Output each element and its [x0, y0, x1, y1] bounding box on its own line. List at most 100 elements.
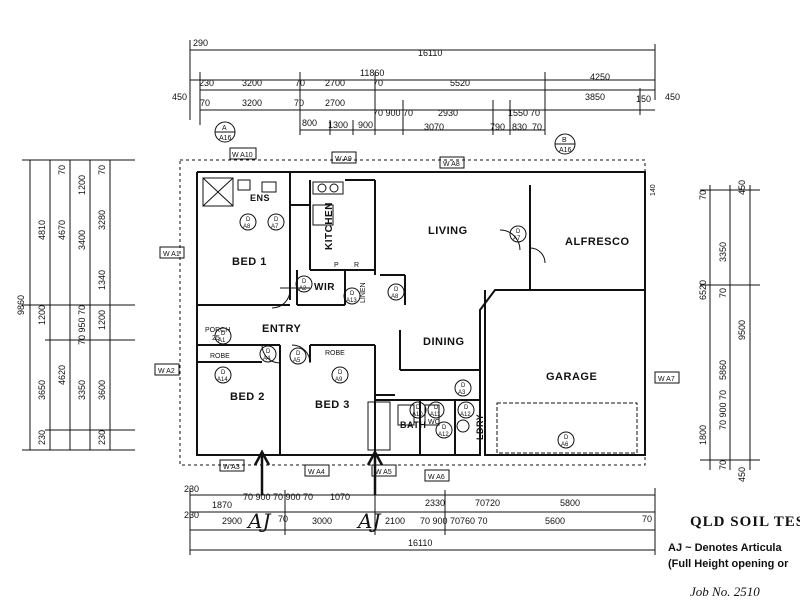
dim-top-row3-g: 3850 — [585, 92, 605, 102]
footer-note-line2: (Full Height opening or — [668, 558, 789, 570]
dim-top-row5-f: 830 — [512, 122, 527, 132]
dim-bottom-row1-a: 230 — [184, 484, 199, 494]
section-marker-labels: A A16 B A16 — [219, 125, 572, 154]
dim-left-3600: 3600 — [97, 380, 107, 400]
door-tag-ref: A12 — [460, 412, 471, 418]
handwritten-aj-marks: AJ AJ — [246, 509, 381, 533]
left-dimension-labels: 9860 4810 4670 3400 3280 70 1200 70 1340… — [16, 165, 107, 445]
section-a-ref: A16 — [219, 135, 232, 142]
door-tag-letter: D — [461, 383, 466, 389]
dim-top-row5-b: 1300 — [328, 120, 348, 130]
dim-bottom-row2-e: 2100 — [385, 516, 405, 526]
room-pantry-p: P — [334, 262, 339, 269]
room-dining: DINING — [423, 336, 465, 348]
door-tag-letter: D — [266, 349, 271, 355]
dim-top-row3-h: 150 — [636, 94, 651, 104]
door-tag-circles — [214, 213, 575, 449]
section-b-ref: A16 — [559, 147, 572, 154]
left-dimension-lines — [22, 159, 135, 451]
dim-left-3400: 3400 — [77, 230, 87, 250]
porch-dim-25: 25 — [212, 335, 220, 342]
dim-right-450a: 450 — [737, 180, 747, 195]
dim-left-4670: 4670 — [57, 220, 67, 240]
dim-bottom-row2-a: 230 — [184, 510, 199, 520]
wall-tag-a2: W A2 — [158, 368, 175, 375]
dim-bottom-row2-c: 70 — [278, 514, 288, 524]
door-tag-letter: D — [442, 425, 447, 431]
dim-bottom-row2-b: 2900 — [222, 516, 242, 526]
wall-tag-labels: W A1 W A2 W A3 W A4 W A5 W A6 W A7 W A8 … — [158, 152, 675, 481]
section-markers — [214, 121, 576, 155]
top-dimension-lines — [189, 40, 656, 135]
dim-top-row4-c: 70 — [294, 98, 304, 108]
door-tag-letter: D — [564, 435, 569, 441]
door-tag-ref: A7 — [271, 224, 279, 230]
wall-tag-a9: W A9 — [335, 156, 352, 163]
room-bath: BATH — [400, 420, 426, 430]
dim-top-row3-a: 230 — [199, 78, 214, 88]
dim-right-70b: 70 — [718, 288, 728, 298]
door-tag-letter: D — [416, 405, 421, 411]
footer-job-number: Job No. 2510 — [690, 584, 760, 599]
door-tag-ref: A8 — [243, 224, 251, 230]
room-living: LIVING — [428, 225, 468, 237]
door-tag-ref: A3 — [458, 390, 466, 396]
footer-note-line1: AJ ~ Denotes Articula — [668, 542, 782, 554]
dim-left-1200c: 1200 — [97, 310, 107, 330]
dim-top-row5-c: 900 — [358, 120, 373, 130]
door-tag-ref: A10 — [412, 412, 423, 418]
top-dimension-labels: 290 16110 11860 4250 230 3200 70 2700 70… — [172, 38, 680, 132]
dim-top-row2-total: 11860 — [360, 68, 384, 78]
dim-top-row4-f: 2930 — [438, 108, 458, 118]
room-labels: BED 1 ENS KITCHEN LIVING ALFRESCO WIR LI… — [205, 184, 657, 440]
room-entry: ENTRY — [262, 323, 302, 335]
dim-left-1340: 1340 — [97, 270, 107, 290]
door-tag-ref: A2 — [299, 286, 307, 292]
room-porch: PORCH — [205, 327, 230, 334]
dim-left-1200b: 1200 — [37, 305, 47, 325]
dim-left-3350: 3350 — [77, 380, 87, 400]
wall-tag-a4: W A4 — [308, 469, 325, 476]
dim-bottom-row2-h: 70 — [642, 514, 652, 524]
door-tag-letter: D — [394, 287, 399, 293]
right-dimension-lines — [700, 185, 760, 470]
dim-top-row5-g: 70 — [532, 122, 542, 132]
room-kitchen: KITCHEN — [324, 202, 335, 250]
dim-top-row3-b: 3200 — [242, 78, 262, 88]
door-tag-ref: A11 — [430, 412, 441, 418]
building-outline — [179, 159, 646, 466]
dim-top-offset: 290 — [193, 38, 208, 48]
dim-top-row3-d: 2700 — [325, 78, 345, 88]
dim-left-1200a: 1200 — [77, 175, 87, 195]
door-tag-ref: A14 — [217, 377, 228, 383]
room-linen: LINEN — [360, 282, 367, 303]
door-tag-ref: A6 — [561, 442, 569, 448]
dim-top-row3-c: 70 — [295, 78, 305, 88]
dim-bottom-row1-f: 70720 — [475, 498, 500, 508]
dim-top-row3-e: 70 — [373, 78, 383, 88]
door-tag-ref: A4 — [263, 356, 271, 362]
dim-bottom-row2-g: 5600 — [545, 516, 565, 526]
room-garage: GARAGE — [546, 371, 597, 383]
wall-tag-a1: W A1 — [163, 251, 180, 258]
dim-right-5860: 5860 — [718, 360, 728, 380]
dim-left-overall: 9860 — [16, 295, 26, 315]
entry-arrows — [253, 449, 384, 495]
door-tag-letter: D — [302, 279, 307, 285]
dim-top-overall: 16110 — [418, 48, 442, 58]
wall-tag-a3: W A3 — [223, 464, 240, 471]
interior-walls — [197, 172, 531, 455]
dim-bottom-row1-b: 1870 — [212, 500, 232, 510]
right-dimension-labels: 450 70 3350 6520 70 9500 5860 70 900 70 … — [698, 180, 747, 482]
door-tag-letter: D — [221, 331, 226, 337]
room-robe-mid: ROBE — [325, 350, 345, 357]
door-tag-letter: D — [274, 217, 279, 223]
door-tag-letter: D — [221, 370, 226, 376]
dim-top-row4-g: 1550 — [508, 108, 528, 118]
bottom-dimension-lines — [189, 488, 656, 555]
room-wc: WC — [428, 419, 440, 426]
section-b-letter: B — [562, 137, 567, 144]
dim-right-450b: 450 — [737, 467, 747, 482]
wall-tag-boxes — [154, 147, 680, 482]
door-tag-ref: A8 — [391, 294, 399, 300]
